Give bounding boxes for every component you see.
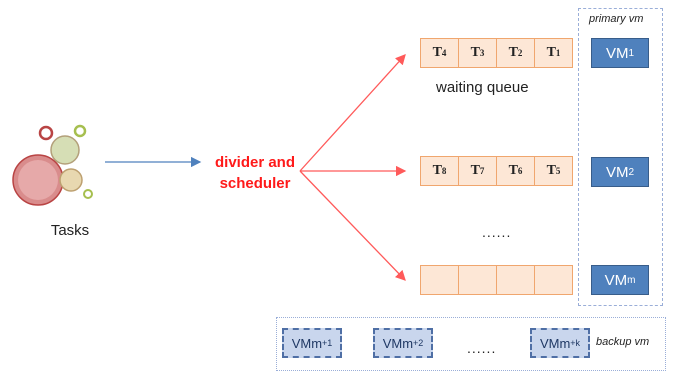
dispatch-arrow-queue-1	[299, 54, 406, 172]
tasks-bubbles-icon	[12, 124, 93, 206]
primary-vm-group	[578, 8, 663, 306]
backup-vm-group	[276, 317, 666, 371]
queue-cell	[534, 265, 573, 295]
backup-vm-k: VMm+k	[530, 328, 590, 358]
dispatch-arrow-queue-m	[299, 170, 406, 281]
scheduler-line-1: divider and	[214, 154, 296, 171]
queue-ellipsis: ......	[482, 224, 512, 240]
queue-cell	[496, 265, 535, 295]
waiting-queue-m	[420, 265, 573, 295]
backup-vm-2: VMm+2	[373, 328, 433, 358]
primary-vm-label: primary vm	[589, 13, 644, 25]
scheduler-dispatch-arrows	[299, 54, 407, 281]
backup-vm-1: VMm+1	[282, 328, 342, 358]
queue-cell	[420, 265, 459, 295]
backup-vm-label: backup vm	[596, 336, 650, 348]
divider-scheduler-label: divider and scheduler	[200, 152, 310, 194]
backup-ellipsis: ......	[467, 340, 497, 356]
queue-cell	[458, 265, 497, 295]
scheduler-line-2: scheduler	[219, 175, 291, 192]
tasks-label: Tasks	[50, 222, 90, 239]
waiting-queue-label: waiting queue	[436, 79, 529, 96]
